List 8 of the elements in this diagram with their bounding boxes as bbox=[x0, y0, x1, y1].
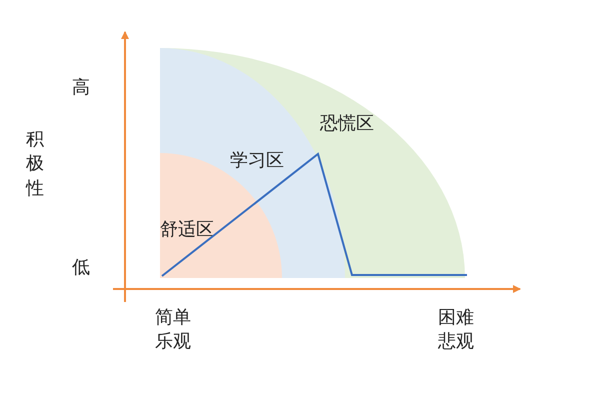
zone-label: 恐慌区 bbox=[320, 114, 374, 134]
axis-label: 简单乐观 bbox=[155, 306, 192, 354]
zone-label: 舒适区 bbox=[160, 220, 214, 240]
axis-label: 低 bbox=[72, 256, 90, 280]
axis-label: 积极性 bbox=[26, 128, 45, 201]
axis-label: 困难悲观 bbox=[438, 306, 475, 354]
axis-label: 高 bbox=[72, 76, 90, 100]
zone-label: 学习区 bbox=[230, 151, 284, 171]
